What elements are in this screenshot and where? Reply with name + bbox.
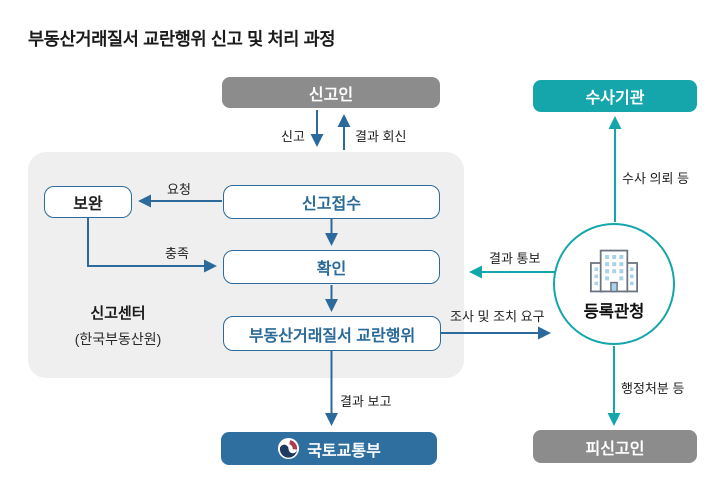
report-center-subname: (한국부동산원) (74, 331, 162, 347)
korea-government-emblem-icon (278, 437, 300, 460)
node-violation: 부동산거래질서 교란행위 (223, 316, 441, 351)
edge-label-admin-action: 행정처분 등 (621, 381, 685, 396)
edge-label-probe-request: 수사 의뢰 등 (622, 171, 690, 186)
edge-label-result-report: 결과 보고 (340, 394, 392, 409)
node-registry-office-label: 등록관청 (583, 302, 645, 321)
building-icon (590, 249, 638, 292)
node-receipt-label: 신고접수 (302, 196, 361, 213)
node-confirm-label: 확인 (316, 261, 347, 278)
edge-label-request: 요청 (167, 182, 191, 197)
node-violation-label: 부동산거래질서 교란행위 (248, 327, 416, 345)
node-molit: 국토교통부 (221, 432, 437, 465)
edge-label-report: 신고 (281, 129, 305, 144)
node-investigation-agency-label: 수사기관 (585, 90, 645, 107)
node-reporter: 신고인 (222, 77, 440, 108)
node-registry-office: 등록관청 (553, 223, 675, 345)
report-center-name: 신고센터 (90, 305, 146, 322)
node-reporter-label: 신고인 (308, 86, 354, 104)
node-investigation-agency: 수사기관 (533, 80, 697, 112)
node-confirm: 확인 (223, 250, 440, 284)
node-supplement: 보완 (44, 186, 132, 218)
node-reported-person-label: 피신고인 (585, 440, 645, 458)
report-center-caption: 신고센터 (한국부동산원) (40, 302, 196, 349)
edge-label-investigation-request: 조사 및 조치 요구 (450, 309, 545, 324)
node-supplement-label: 보완 (73, 196, 103, 213)
node-reported-person: 피신고인 (533, 430, 697, 463)
page-title: 부동산거래질서 교란행위 신고 및 처리 과정 (28, 29, 336, 49)
node-molit-label: 국토교통부 (307, 442, 381, 460)
node-receipt: 신고접수 (223, 185, 440, 219)
edge-label-result-reply: 결과 회신 (355, 129, 407, 144)
edge-label-satisfy: 충족 (165, 246, 189, 261)
edge-label-result-notice: 결과 통보 (489, 251, 541, 266)
